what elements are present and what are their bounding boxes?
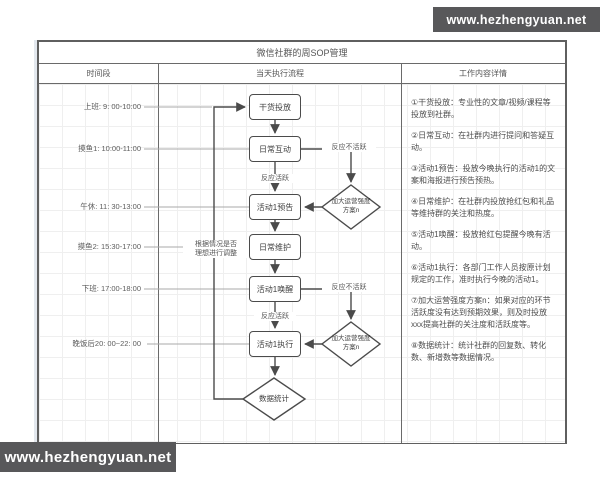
time-label-slack-2: 摸鱼2: 15:30-17:00 [77,242,141,251]
table-title: 微信社群的周SOP管理 [256,48,348,58]
boost-1-line-2: 方案n [342,206,360,214]
sop-table: 微信社群的周SOP管理 时间段 当天执行流程 工作内容详情 [37,40,567,444]
detail-item-5: ⑤活动1唤醒：投放抢红包提醒今晚有活动。 [411,230,551,251]
boost-2-line-2: 方案n [342,343,360,351]
detail-item-6: ⑥活动1执行：各部门工作人员按原计划规定的工作，准时执行今晚的活动1。 [411,263,551,284]
watermark-bottom-text: www.hezhengyuan.net [4,448,172,466]
flowchart-canvas [144,102,382,421]
boost-plan-diamond-2 [320,321,382,367]
column-divider-1 [158,84,159,443]
time-label-slack-1: 摸鱼1: 10:00-11:00 [78,144,141,153]
edge-label-inactive-2: 反应不活跃 [322,283,376,293]
time-label-work-start: 上班: 9: 00-10:00 [83,102,141,111]
watermark-top-text: www.hezhengyuan.net [446,12,587,27]
work-details-column: ①干货投放：专业性的文章/视频/课程等投放到社群。 ②日常互动：在社群内进行提问… [403,84,563,373]
watermark-bottom: www.hezhengyuan.net [0,442,176,472]
edge-label-active-1: 反应活跃 [254,174,296,184]
time-label-lunch: 午休: 11: 30-13:00 [80,202,141,211]
edge-label-adjust: 根据情况是否 理想进行调整 [183,240,249,259]
node-activity-exec: 活动1执行 [249,331,301,357]
detail-item-4: ④日常维护：在社群内投放抢红包和礼品等维持群的关注和热度。 [411,197,555,218]
detail-item-7: ⑦加大运营强度方案n：如果对应的环节活跃度没有达到预期效果，则及时投放xxx提高… [411,296,551,329]
table-body: 上班: 9: 00-10:00 摸鱼1: 10:00-11:00 午休: 11:… [39,84,565,443]
node-daily-interact: 日常互动 [249,136,301,162]
adjust-line-1: 根据情况是否 [195,241,237,248]
watermark-top: www.hezhengyuan.net [433,7,600,32]
header-day-process: 当天执行流程 [159,64,402,83]
detail-item-1: ①干货投放：专业性的文章/视频/课程等投放到社群。 [411,98,551,119]
table-header-row: 时间段 当天执行流程 工作内容详情 [39,64,565,84]
detail-item-8: ⑧数据统计：统计社群的回复数、转化数、新增数等数据情况。 [411,341,547,362]
boost-1-line-1: 加大运营强度 [331,198,371,205]
boost-2-line-1: 加大运营强度 [331,335,371,342]
adjust-line-2: 理想进行调整 [195,250,237,258]
time-connector-lines [144,106,249,345]
label-data-stats: 数据统计 [259,394,289,403]
node-daily-maintain: 日常维护 [249,234,301,260]
header-time-period: 时间段 [39,64,159,83]
edge-label-active-2: 反应活跃 [254,312,296,322]
time-label-after-dinner: 晚饭后20: 00~22: 00 [72,339,141,348]
node-activity-wake: 活动1唤醒 [249,276,301,302]
detail-item-2: ②日常互动：在社群内进行提问和答疑互动。 [411,131,555,152]
header-work-detail: 工作内容详情 [459,69,507,78]
label-boost-plan-2: 加大运营强度 方案n [316,335,386,353]
table-title-row: 微信社群的周SOP管理 [39,42,565,64]
data-stats-diamond [241,377,307,421]
boost-plan-diamond-1 [320,184,382,230]
node-content-post: 干货投放 [249,94,301,120]
detail-item-3: ③活动1预告：投放今晚执行的活动1的文案和海报进行预告预热。 [411,164,556,185]
column-divider-2 [401,84,402,443]
label-boost-plan-1: 加大运营强度 方案n [316,198,386,216]
node-activity-preview: 活动1预告 [249,194,301,220]
time-label-work-end: 下班: 17:00-18:00 [81,284,141,293]
edge-label-inactive-1: 反应不活跃 [322,143,376,153]
